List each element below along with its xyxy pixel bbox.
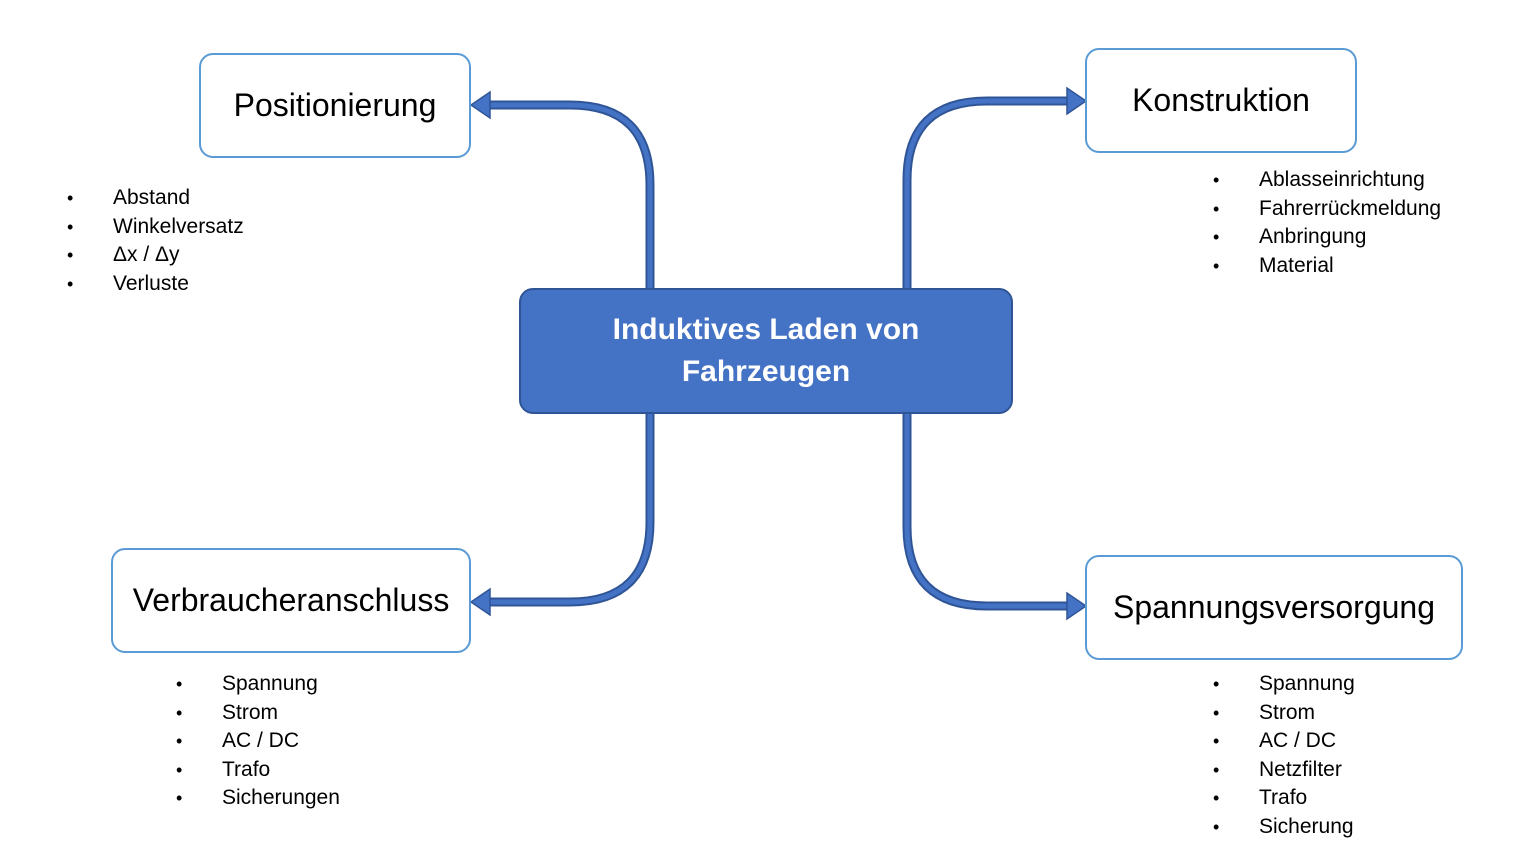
list-item: AC / DC [176,727,340,756]
verbraucheranschluss-bullet-list: Spannung Strom AC / DC Trafo Sicherungen [176,670,340,813]
list-item: AC / DC [1213,727,1355,756]
list-item: Anbringung [1213,223,1441,252]
arrowhead-verbraucheranschluss [469,587,491,617]
arrowhead-spannungsversorgung [1066,591,1088,621]
central-topic-label: Induktives Laden von Fahrzeugen [612,313,920,388]
list-item: Trafo [176,756,340,785]
topic-positionierung: Positionierung [199,53,471,158]
list-item: Strom [176,699,340,728]
list-item: Strom [1213,699,1355,728]
topic-konstruktion: Konstruktion [1085,48,1357,153]
connector-spannungsversorgung [902,414,1068,611]
list-item: Spannung [176,670,340,699]
konstruktion-bullet-list: Ablasseinrichtung Fahrerrückmeldung Anbr… [1213,166,1441,280]
list-item: Winkelversatz [67,213,244,242]
arrowhead-konstruktion [1066,86,1088,116]
topic-verbraucheranschluss-label: Verbraucheranschluss [132,582,450,618]
list-item: Sicherungen [176,784,340,813]
list-item: Ablasseinrichtung [1213,166,1441,195]
list-item: Netzfilter [1213,756,1355,785]
connector-verbraucheranschluss [488,414,655,607]
arrowhead-positionierung [469,90,491,120]
list-item: Trafo [1213,784,1355,813]
topic-positionierung-label: Positionierung [233,87,437,123]
list-item: Material [1213,252,1441,281]
topic-spannungsversorgung: Spannungsversorgung [1085,555,1463,660]
topic-verbraucheranschluss: Verbraucheranschluss [111,548,471,653]
list-item: Spannung [1213,670,1355,699]
list-item: Sicherung [1213,813,1355,842]
spannungsversorgung-bullet-list: Spannung Strom AC / DC Netzfilter Trafo … [1213,670,1355,841]
list-item: Verluste [67,270,244,299]
list-item: Δx / Δy [67,241,244,270]
connector-konstruktion [902,96,1068,288]
list-item: Fahrerrückmeldung [1213,195,1441,224]
central-topic: Induktives Laden von Fahrzeugen [519,288,1013,414]
topic-spannungsversorgung-label: Spannungsversorgung [1112,589,1435,625]
topic-konstruktion-label: Konstruktion [1132,82,1310,118]
positionierung-bullet-list: Abstand Winkelversatz Δx / Δy Verluste [67,184,244,298]
list-item: Abstand [67,184,244,213]
connector-positionierung [488,100,655,288]
